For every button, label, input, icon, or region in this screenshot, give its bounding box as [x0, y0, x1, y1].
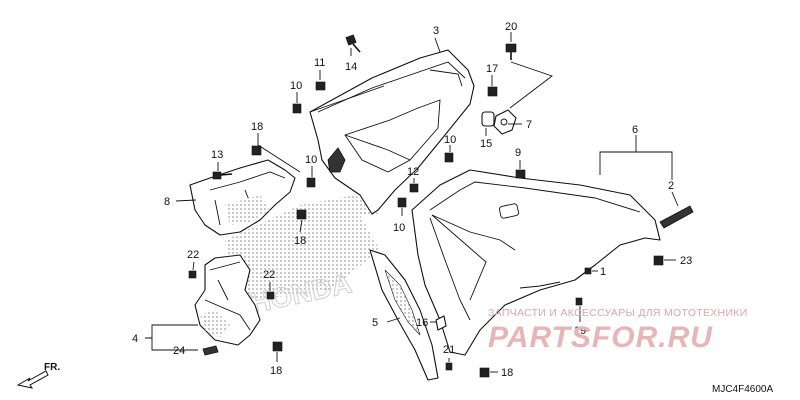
callout-2: 2 — [668, 180, 674, 192]
callout-labels: 3 14 20 17 7 15 11 10 10 10 10 12 9 6 2 … — [132, 21, 692, 379]
callout-19: 19 — [574, 325, 586, 337]
callout-20: 20 — [505, 21, 517, 33]
front-label: FR. — [44, 362, 60, 373]
callout-18-a: 18 — [251, 121, 263, 133]
callout-1: 1 — [600, 266, 606, 278]
callout-22-a: 22 — [187, 249, 199, 261]
part-inner-front-panel — [369, 249, 439, 381]
callout-23: 23 — [680, 255, 692, 267]
callout-18-c: 18 — [270, 365, 282, 377]
diagram-code: MJC4F4600A — [712, 384, 773, 395]
front-direction-marker: FR. — [16, 362, 60, 389]
callout-16: 16 — [416, 317, 428, 329]
watermark: ЗАПЧАСТИ И АКСЕССУАРЫ ДЛЯ МОТОТЕХНИКИ PA… — [488, 307, 748, 354]
callout-4: 4 — [132, 333, 138, 345]
callout-24: 24 — [173, 345, 185, 357]
callout-7: 7 — [526, 119, 532, 131]
part-small-pad — [202, 345, 219, 356]
callout-17: 17 — [486, 63, 498, 75]
callout-10-b: 10 — [305, 154, 317, 166]
callout-11: 11 — [314, 57, 325, 69]
callout-18-b: 18 — [294, 235, 306, 247]
callout-10-c: 10 — [444, 134, 456, 146]
part-clip — [493, 109, 517, 135]
callout-10-a: 10 — [290, 80, 302, 92]
fasteners — [188, 34, 664, 378]
watermark-brand: PARTSFOR.RU — [488, 321, 713, 354]
callout-12: 12 — [407, 166, 419, 178]
leader-lines — [145, 32, 679, 373]
callout-21: 21 — [443, 344, 455, 356]
callout-8: 8 — [164, 196, 170, 208]
callout-18-d: 18 — [501, 367, 513, 379]
callout-5: 5 — [372, 317, 378, 329]
callout-9: 9 — [515, 147, 521, 159]
callout-13: 13 — [211, 149, 223, 161]
callout-10-d: 10 — [393, 222, 405, 234]
part-upper-inner-panel — [309, 49, 475, 215]
part-main-side-cowl — [411, 169, 661, 356]
callout-3: 3 — [433, 25, 439, 37]
callout-14: 14 — [345, 61, 357, 73]
part-strip — [659, 205, 694, 229]
callout-6: 6 — [632, 124, 638, 136]
part-lower-bracket — [194, 254, 261, 346]
watermark-caption: ЗАПЧАСТИ И АКСЕССУАРЫ ДЛЯ МОТОТЕХНИКИ — [488, 307, 748, 319]
callout-22-b: 22 — [263, 269, 275, 281]
part-grommet — [481, 111, 495, 127]
callout-15: 15 — [480, 138, 492, 150]
